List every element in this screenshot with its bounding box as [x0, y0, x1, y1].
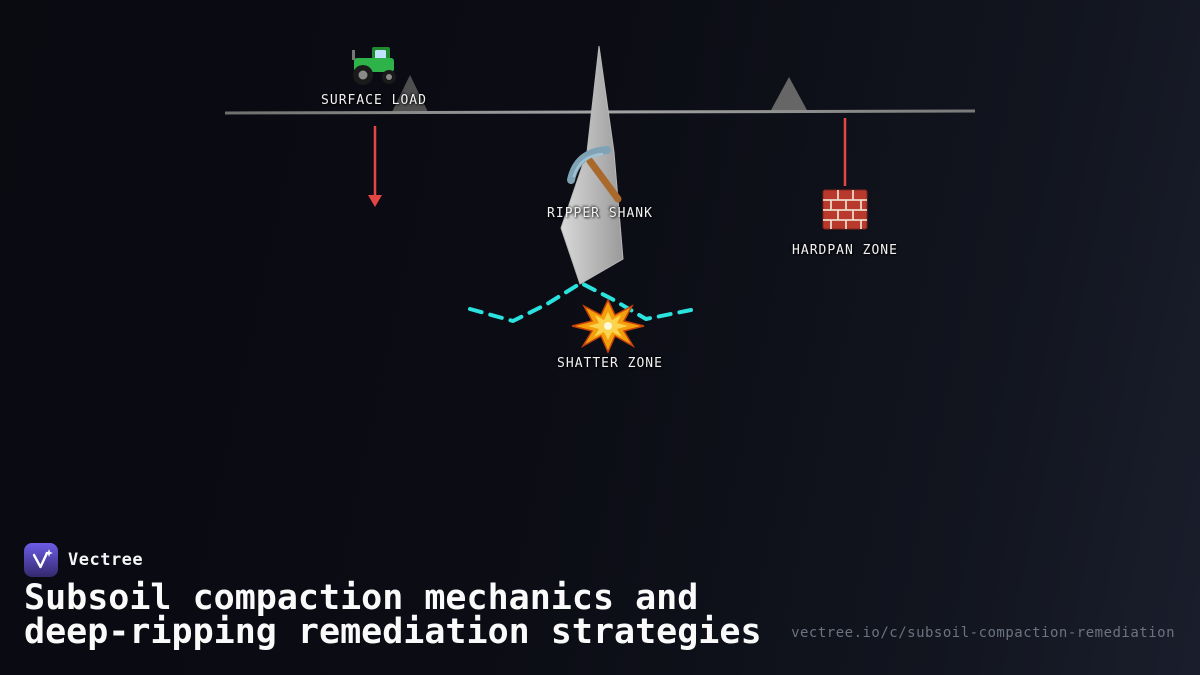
- surface-load-label: SURFACE LOAD: [321, 93, 427, 108]
- shatter-zone-dashed-line: [468, 281, 693, 323]
- ripper-shank-label: RIPPER SHANK: [547, 206, 653, 221]
- hardpan-zone-label: HARDPAN ZONE: [792, 243, 898, 258]
- page-title: Subsoil compaction mechanics and deep-ri…: [24, 578, 762, 652]
- ground-marker-triangle-right: [770, 77, 808, 112]
- pickaxe-icon: [567, 146, 622, 203]
- page-title-line1: Subsoil compaction mechanics and: [24, 578, 699, 618]
- page-title-line2: deep-ripping remediation strategies: [24, 612, 762, 652]
- surface-load-arrow: [368, 126, 382, 207]
- ground-marker-triangle-left: [392, 75, 428, 112]
- brick-wall-icon: [822, 189, 868, 230]
- source-url: vectree.io/c/subsoil-compaction-remediat…: [791, 625, 1175, 641]
- tractor-icon: [352, 47, 396, 85]
- vectree-logo-icon: [24, 543, 58, 577]
- shatter-zone-label: SHATTER ZONE: [557, 356, 663, 371]
- brand-name: Vectree: [68, 550, 144, 570]
- brand-block: Vectree: [24, 543, 143, 577]
- explosion-icon: [571, 298, 645, 354]
